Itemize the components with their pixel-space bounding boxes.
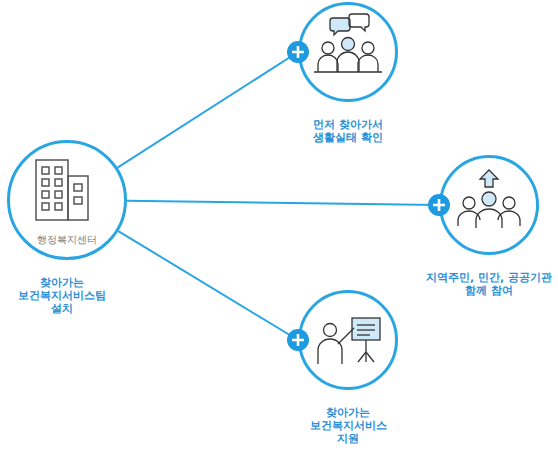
plus-marker <box>428 194 450 216</box>
circle-outline <box>298 290 398 390</box>
circle-outline: 행정복지센터 <box>7 140 127 260</box>
pointing-arm <box>338 328 354 344</box>
window <box>42 203 49 210</box>
plus-badge <box>428 194 450 216</box>
board-leg <box>366 352 374 362</box>
person-body <box>476 209 502 228</box>
window <box>42 191 49 198</box>
person-head <box>482 192 496 206</box>
group-icon <box>458 170 520 228</box>
node-caption: 지역주민, 민간, 공공기관 함께 참여 <box>414 271 558 297</box>
plus-sign <box>292 334 304 346</box>
window <box>42 167 49 174</box>
node-label: 행정복지센터 <box>7 234 127 246</box>
meeting-icon <box>314 14 382 72</box>
person-body <box>318 55 338 72</box>
connector-line <box>118 52 298 168</box>
circle-shape <box>298 290 398 390</box>
plus-badge <box>287 41 309 63</box>
presenter-icon <box>318 318 380 364</box>
window <box>55 203 62 210</box>
window <box>74 197 82 204</box>
window <box>55 167 62 174</box>
node-caption: 찾아가는 보건복지서비스팀 설치 <box>7 276 117 315</box>
circle-outline <box>298 2 398 102</box>
building-annex <box>68 176 88 220</box>
board-line <box>357 329 375 330</box>
node-caption: 먼저 찾아가서 생활실태 확인 <box>298 118 398 144</box>
plus-marker <box>287 329 309 351</box>
window <box>42 179 49 186</box>
window <box>55 179 62 186</box>
circle-border <box>441 157 538 254</box>
speech-bubble <box>349 14 369 31</box>
window <box>55 191 62 198</box>
node-caption: 찾아가는 보건복지서비스 지원 <box>298 406 398 445</box>
window <box>74 184 82 191</box>
connector-line <box>127 201 439 205</box>
person-head <box>342 38 355 51</box>
person-head <box>324 324 337 337</box>
building-icon <box>36 160 88 220</box>
board-line <box>357 324 375 325</box>
circle-node: 찾아가는 보건복지서비스 지원 <box>298 290 398 445</box>
speech-bubble <box>330 18 350 35</box>
circle-outline <box>439 155 539 255</box>
circle-node: 행정복지센터찾아가는 보건복지서비스팀 설치 <box>7 140 117 315</box>
person-head <box>503 197 515 209</box>
plus-sign <box>292 46 304 58</box>
person-body <box>358 55 378 72</box>
circle-border <box>300 292 397 389</box>
table-edge <box>314 71 382 72</box>
person-head <box>362 42 374 54</box>
person-body <box>458 211 480 226</box>
connector-line <box>118 231 298 340</box>
person-body <box>498 211 520 226</box>
board-leg <box>358 352 366 362</box>
circle-border <box>300 4 397 101</box>
up-arrow <box>480 170 498 187</box>
board-line <box>357 334 370 335</box>
person-head <box>322 42 334 54</box>
plus-badge <box>287 329 309 351</box>
person-body <box>318 339 342 364</box>
circle-shape <box>298 2 398 102</box>
board <box>352 318 380 340</box>
building-body <box>36 160 68 220</box>
plus-sign <box>433 199 445 211</box>
board-stand <box>365 340 366 362</box>
person-head <box>463 197 475 209</box>
circle-node: 먼저 찾아가서 생활실태 확인 <box>298 2 398 144</box>
plus-marker <box>287 41 309 63</box>
person-body <box>337 52 359 72</box>
circle-node: 지역주민, 민간, 공공기관 함께 참여 <box>414 155 558 297</box>
circle-shape <box>439 155 539 255</box>
